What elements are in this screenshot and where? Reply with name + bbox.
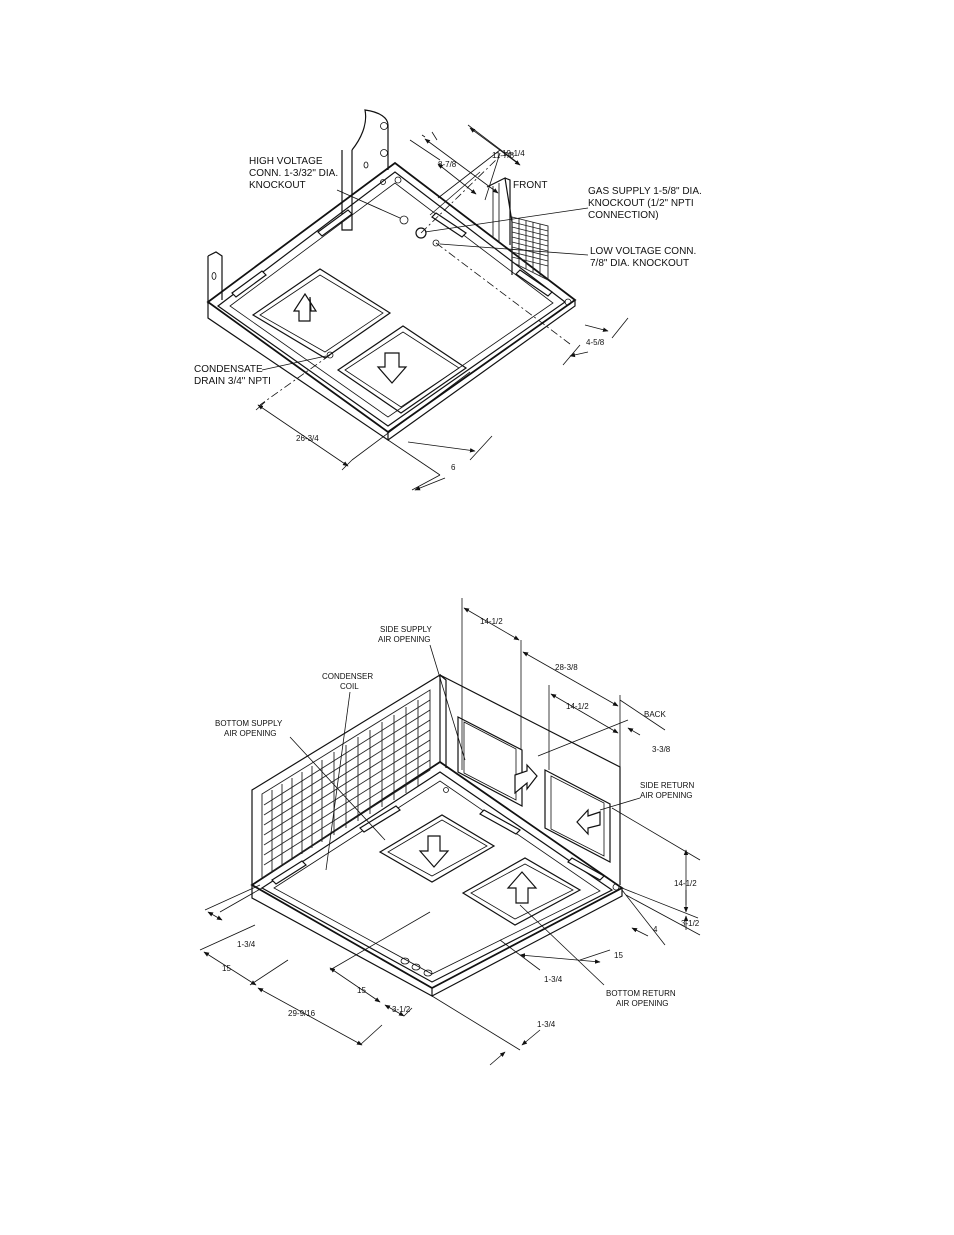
dim-8-7-8: 8-7/8: [438, 160, 457, 169]
high-voltage-line3: KNOCKOUT: [249, 180, 306, 191]
gas-supply-callout: GAS SUPPLY 1-5/8" DIA. KNOCKOUT (1/2" NP…: [588, 186, 702, 221]
dim-15-right: 15: [614, 951, 623, 960]
condenser-line2: COIL: [340, 682, 359, 691]
gas-supply-line2: KNOCKOUT (1/2" NPTI: [588, 198, 694, 209]
top-view-unit: [206, 109, 629, 491]
condenser-callout: CONDENSER COIL: [322, 672, 373, 691]
dim-6: 6: [451, 463, 456, 472]
dim-29-9-16: 29-9/16: [288, 1009, 316, 1018]
dim-15-mid: 15: [357, 986, 366, 995]
condenser-coil-grille: [261, 689, 431, 879]
dim-4: 4: [653, 925, 658, 934]
high-voltage-line1: HIGH VOLTAGE: [249, 156, 323, 167]
dim-26-3-4: 26-3/4: [296, 434, 319, 443]
condensate-line2: DRAIN 3/4" NPTI: [194, 376, 271, 387]
side-supply-line1: SIDE SUPPLY: [380, 625, 433, 634]
dim-4-5-8: 4-5/8: [586, 338, 605, 347]
high-voltage-line2: CONN. 1-3/32" DIA.: [249, 168, 338, 179]
dim-28-3-8: 28-3/8: [555, 663, 578, 672]
bottom-supply-line1: BOTTOM SUPPLY: [215, 719, 283, 728]
front-label: FRONT: [513, 180, 547, 191]
low-voltage-line1: LOW VOLTAGE CONN.: [590, 246, 696, 257]
dim-19-1-4: 19-1/4: [502, 149, 525, 158]
bottom-supply-line2: AIR OPENING: [224, 729, 276, 738]
dim-3-3-8: 3-3/8: [652, 745, 671, 754]
dim-1-3-4-bottom: 1-3/4: [537, 1020, 556, 1029]
dim-14-1-2-c: 14-1/2: [674, 879, 697, 888]
dim-3-1-2-bottom: 3-1/2: [392, 1005, 411, 1014]
condensate-line1: CONDENSATE: [194, 364, 263, 375]
low-voltage-callout: LOW VOLTAGE CONN. 7/8" DIA. KNOCKOUT: [590, 246, 696, 269]
dim-11-7-8: 11-7/8: [492, 151, 515, 160]
bottom-return-callout: BOTTOM RETURN AIR OPENING: [606, 989, 676, 1008]
side-return-callout: SIDE RETURN AIR OPENING: [640, 781, 694, 800]
dim-1-3-4-left: 1-3/4: [237, 940, 256, 949]
bottom-view-unit: [199, 598, 701, 1066]
gas-supply-line1: GAS SUPPLY 1-5/8" DIA.: [588, 186, 702, 197]
bottom-return-line2: AIR OPENING: [616, 999, 668, 1008]
condensate-callout: CONDENSATE DRAIN 3/4" NPTI: [194, 364, 271, 387]
bottom-return-line1: BOTTOM RETURN: [606, 989, 676, 998]
back-label: BACK: [644, 710, 666, 719]
side-return-line2: AIR OPENING: [640, 791, 692, 800]
condenser-line1: CONDENSER: [322, 672, 373, 681]
side-return-line1: SIDE RETURN: [640, 781, 694, 790]
dim-14-1-2-b: 14-1/2: [566, 702, 589, 711]
front-louver: [492, 183, 549, 281]
side-supply-line2: AIR OPENING: [378, 635, 430, 644]
high-voltage-callout: HIGH VOLTAGE CONN. 1-3/32" DIA. KNOCKOUT: [249, 156, 338, 191]
dim-15-left: 15: [222, 964, 231, 973]
dim-14-1-2-a: 14-1/2: [480, 617, 503, 626]
side-supply-callout: SIDE SUPPLY AIR OPENING: [378, 625, 433, 644]
dim-1-3-4-right: 1-3/4: [544, 975, 563, 984]
bottom-supply-callout: BOTTOM SUPPLY AIR OPENING: [215, 719, 283, 738]
low-voltage-line2: 7/8" DIA. KNOCKOUT: [590, 258, 689, 269]
gas-supply-line3: CONNECTION): [588, 210, 659, 221]
dim-3-1-2-right: 3-1/2: [681, 919, 700, 928]
